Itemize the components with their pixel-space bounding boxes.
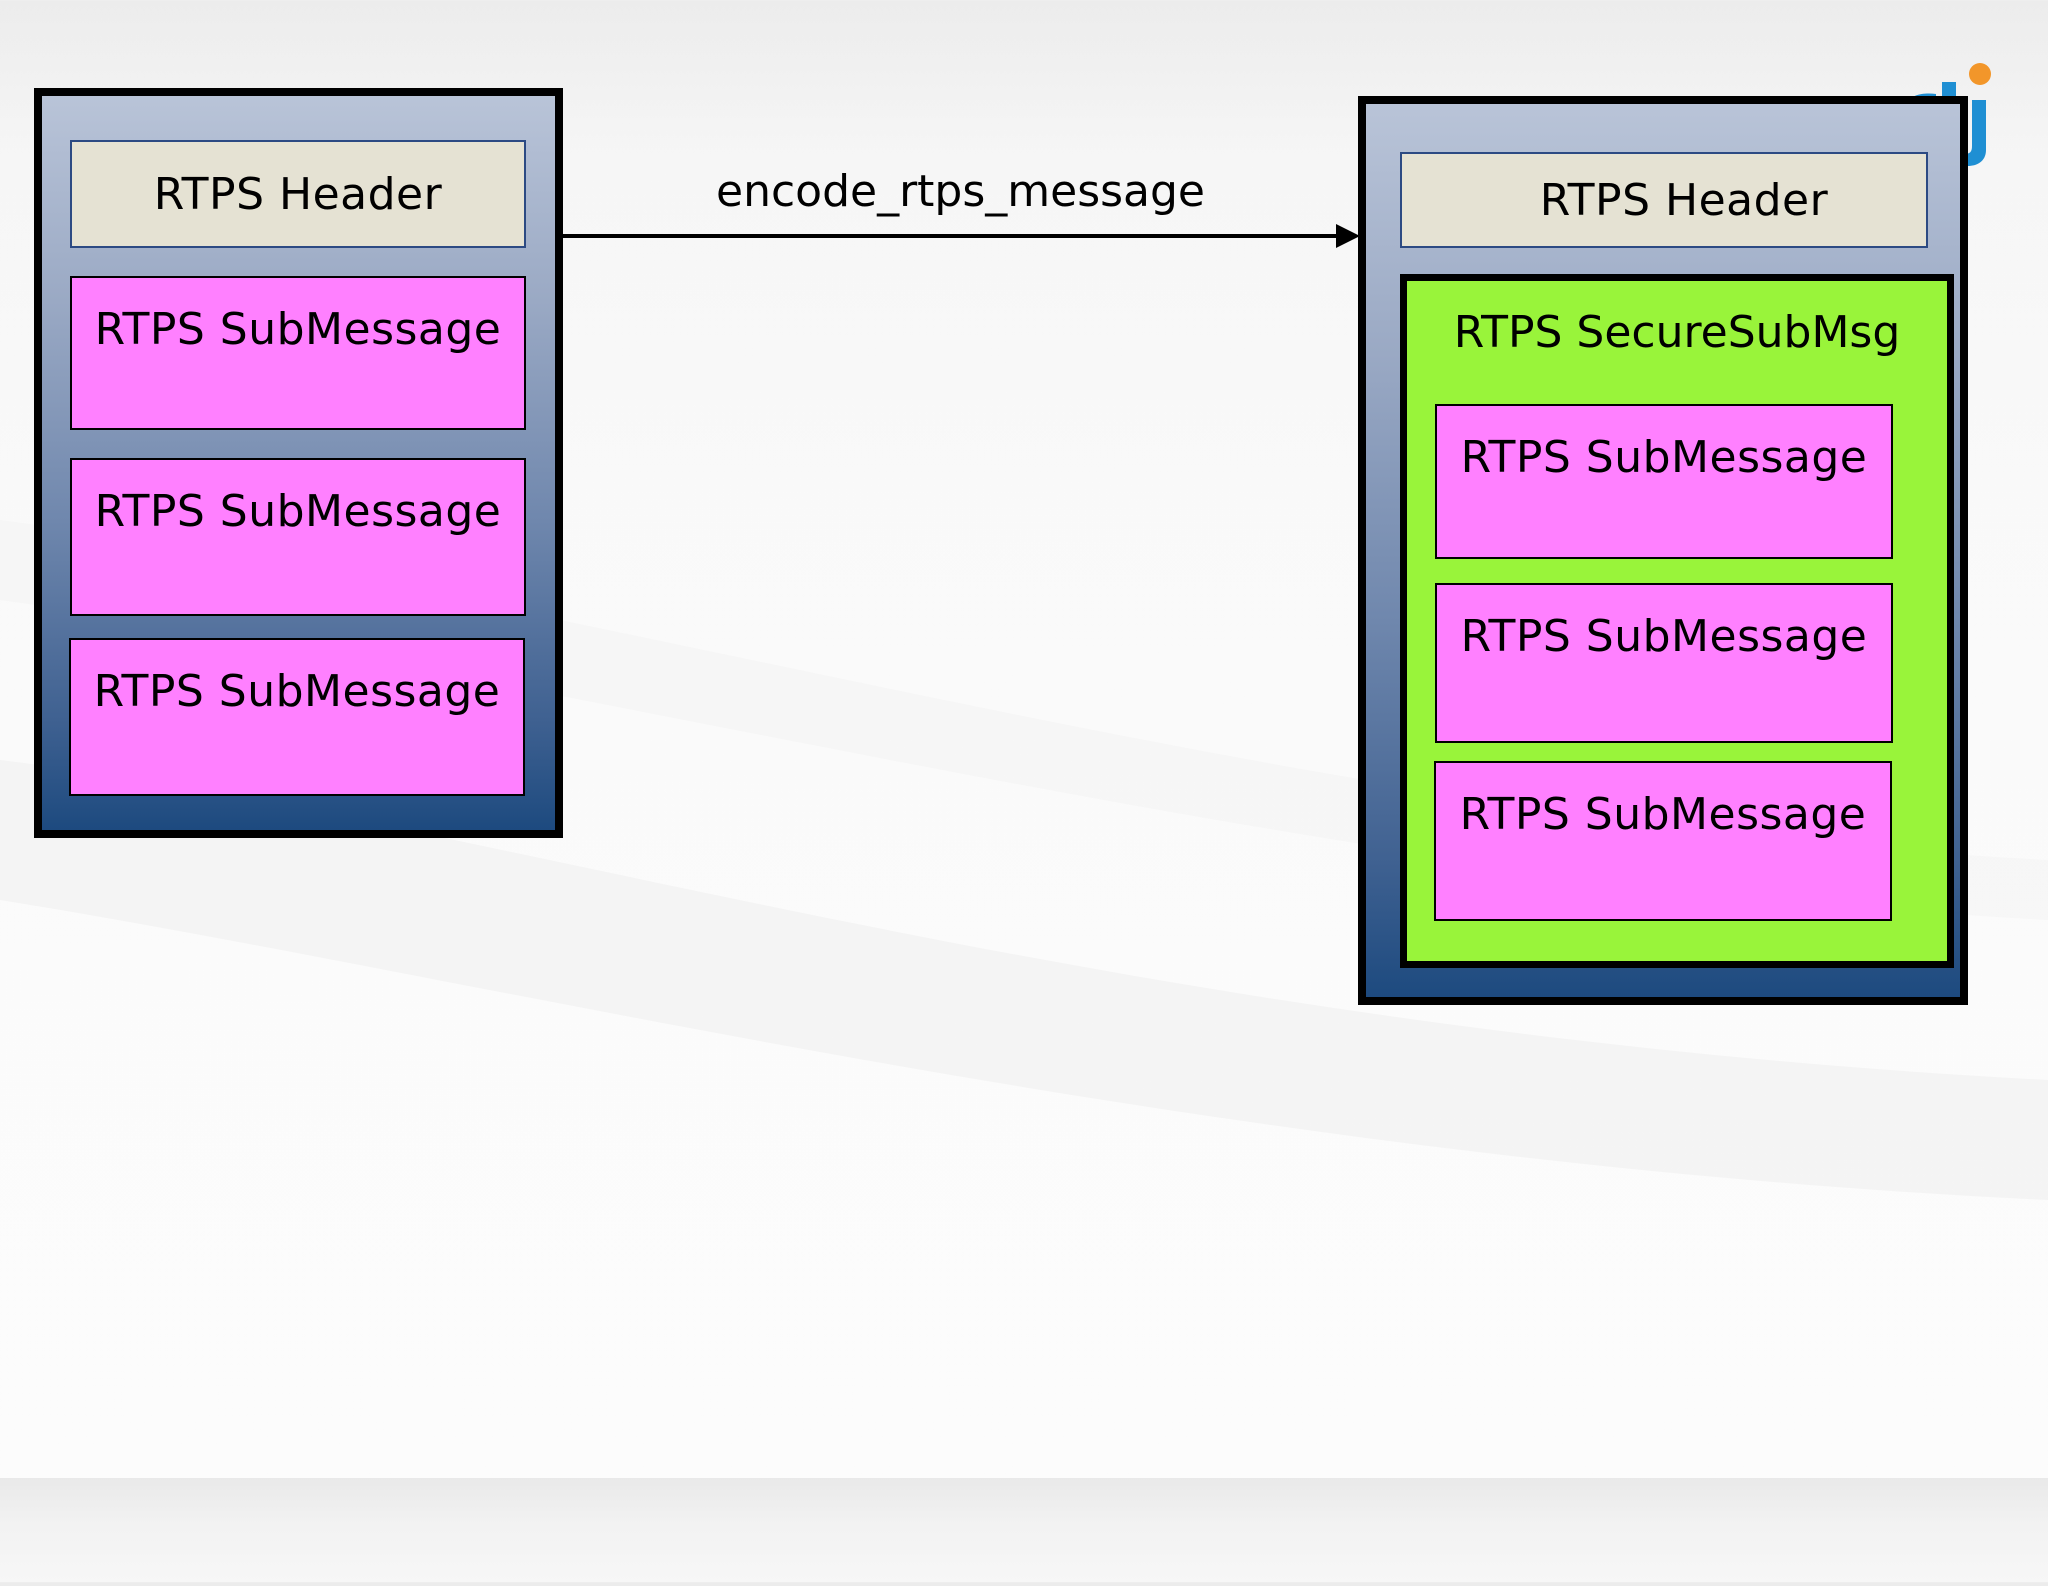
target-rtps-message: RTPS Header RTPS SecureSubMsg RTPS SubMe… xyxy=(1358,96,1968,1005)
secure-submessage: RTPS SecureSubMsg RTPS SubMessage RTPS S… xyxy=(1400,274,1954,968)
footer-band xyxy=(0,1478,2048,1582)
target-submessage-1: RTPS SubMessage xyxy=(1435,404,1893,559)
source-submessage-1: RTPS SubMessage xyxy=(70,276,526,430)
source-rtps-header: RTPS Header xyxy=(70,140,526,248)
source-submessage-3: RTPS SubMessage xyxy=(69,638,525,796)
source-rtps-message: RTPS Header RTPS SubMessage RTPS SubMess… xyxy=(34,88,563,838)
target-submessage-2: RTPS SubMessage xyxy=(1435,583,1893,743)
arrow-label: encode_rtps_message xyxy=(716,166,1206,217)
source-submessage-2: RTPS SubMessage xyxy=(70,458,526,616)
target-rtps-header: RTPS Header xyxy=(1400,152,1928,248)
secure-submessage-label: RTPS SecureSubMsg xyxy=(1453,307,1901,358)
target-submessage-3: RTPS SubMessage xyxy=(1434,761,1892,921)
